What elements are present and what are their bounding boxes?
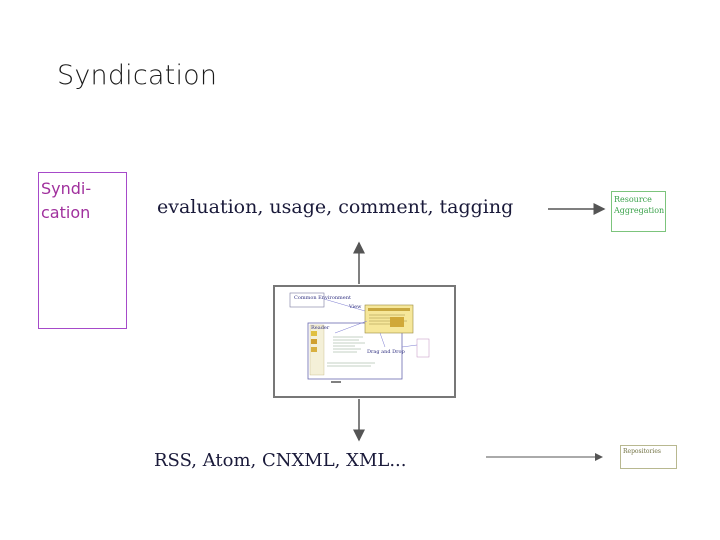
screenshot-thumbnail: Common Environment View Reader Drag and … [273,285,456,398]
syndication-box: Syndi- cation [38,172,127,329]
repositories-label: Repositories [623,448,661,455]
thumb-reader: Reader [311,325,330,331]
formats-text: RSS, Atom, CNXML, XML... [154,450,407,471]
resource-aggregation-box: Resource Aggregation [611,191,666,232]
evaluation-text: evaluation, usage, comment, tagging [157,196,514,218]
thumb-view: View [349,304,362,310]
thumb-drag-and-drop: Drag and Drop [367,349,405,355]
thumb-common-environment: Common Environment [294,295,351,301]
slide-title: Syndication [57,60,218,91]
resource-aggregation-label: Resource Aggregation [614,195,665,215]
syndication-label: Syndi- cation [41,179,92,222]
repositories-box: Repositories [620,445,677,469]
thumbnail-graphic [289,292,430,383]
